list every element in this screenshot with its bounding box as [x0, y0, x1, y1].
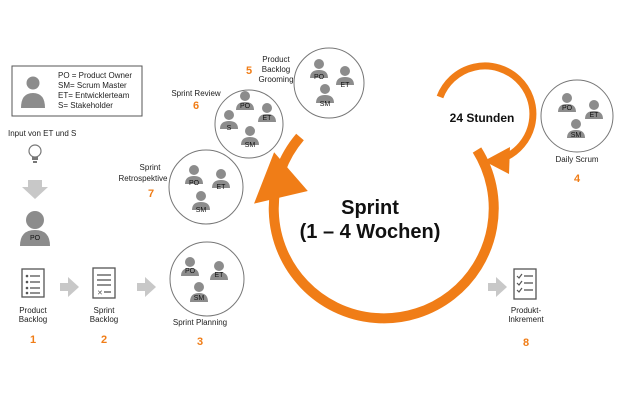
step8-number: 8 [523, 337, 529, 349]
step1-number: 1 [30, 334, 36, 346]
person-icon [212, 169, 230, 188]
person-icon [185, 165, 203, 184]
person-icon [567, 119, 585, 138]
person-icon [241, 126, 259, 145]
role-po: PO [240, 103, 251, 110]
person-icon [310, 59, 328, 78]
person-icon [316, 84, 334, 103]
step1-label-line1: Product [19, 306, 47, 315]
person-icon [192, 191, 210, 210]
step8-label-line1: Produkt- [511, 306, 542, 315]
group-sprint-retrospective: PO ET SM [168, 149, 244, 225]
step4-label: Daily Scrum [555, 155, 598, 164]
role-et: ET [341, 82, 351, 89]
step6-label: Sprint Review [171, 89, 221, 98]
legend-line-et: ET= Entwicklerteam [58, 91, 130, 100]
sprint-backlog-icon: ✕ [92, 267, 116, 299]
role-et: ET [263, 115, 273, 122]
step5-label-line1: Product [262, 55, 290, 64]
legend-box: PO = Product Owner SM= Scrum Master ET= … [11, 65, 143, 117]
person-icon [181, 257, 199, 276]
role-po: PO [189, 180, 200, 187]
role-sm: SM [571, 132, 582, 139]
person-icon [190, 282, 208, 302]
step5-label-line3: Grooming [258, 75, 293, 84]
step7-label-line2: Retrospektive [119, 174, 168, 183]
person-icon [220, 110, 238, 129]
legend-line-sm: SM= Scrum Master [58, 81, 127, 90]
step6-number: 6 [193, 100, 199, 112]
step1-label-line2: Backlog [19, 315, 47, 324]
step7-label-line1: Sprint [140, 163, 162, 172]
group-daily-scrum: PO ET SM [540, 79, 614, 153]
sprint-title: Sprint [341, 197, 399, 219]
group-sprint-planning: PO ET SM [169, 241, 245, 317]
step2-label-line1: Sprint [94, 306, 116, 315]
role-po: PO [314, 74, 325, 81]
legend-line-s: S= Stakeholder [58, 101, 113, 110]
role-sm: SM [320, 101, 331, 108]
arrow-right-icon [137, 277, 156, 297]
step2-number: 2 [101, 334, 107, 346]
group-sprint-review: PO S ET SM [214, 89, 284, 159]
step5-number: 5 [246, 65, 252, 77]
step4-number: 4 [574, 173, 581, 185]
svg-text:✕: ✕ [97, 290, 103, 297]
role-sm: SM [245, 142, 256, 149]
role-et: ET [215, 272, 225, 279]
down-arrow-icon [22, 180, 48, 199]
input-label: Input von ET und S [8, 129, 76, 138]
role-s: S [227, 125, 232, 132]
person-icon [236, 91, 254, 110]
product-backlog-icon [21, 268, 45, 298]
role-sm: SM [194, 295, 205, 302]
role-et: ET [590, 112, 600, 119]
person-icon [585, 100, 603, 119]
legend-person-icon [21, 76, 45, 108]
daily-cycle-arrow [436, 62, 537, 174]
step5-label-line2: Backlog [262, 65, 290, 74]
product-increment-icon [513, 268, 537, 300]
step3-label: Sprint Planning [173, 318, 227, 327]
sprint-cycle-arrow [254, 133, 499, 324]
role-sm: SM [196, 207, 207, 214]
step2-label-line2: Backlog [90, 315, 118, 324]
person-icon [210, 261, 228, 280]
arrow-right-icon [60, 277, 79, 297]
role-et: ET [217, 184, 227, 191]
step3-number: 3 [197, 336, 203, 348]
daily-cycle-label: 24 Stunden [450, 111, 515, 125]
arrow-right-icon [488, 277, 507, 297]
sprint-duration: (1 – 4 Wochen) [300, 221, 441, 243]
person-icon [258, 103, 276, 122]
role-po: PO [185, 268, 196, 275]
po-badge: PO [30, 235, 41, 242]
product-owner-person: PO [20, 211, 50, 246]
role-po: PO [562, 105, 573, 112]
legend-line-po: PO = Product Owner [58, 71, 132, 80]
lightbulb-icon [28, 144, 42, 163]
group-backlog-grooming: PO ET SM [293, 47, 365, 119]
person-icon [558, 93, 576, 112]
step7-number: 7 [148, 188, 154, 200]
person-icon [336, 66, 354, 85]
step8-label-line2: Inkrement [508, 315, 544, 324]
